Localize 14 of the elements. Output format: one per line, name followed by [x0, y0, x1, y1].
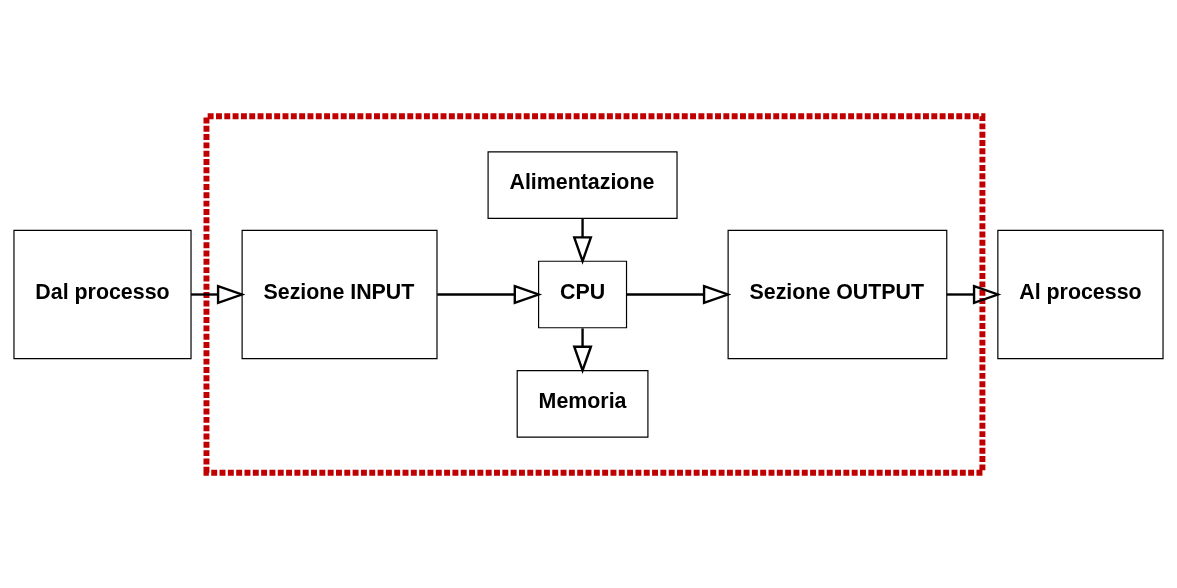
arrow: [572, 327, 593, 374]
node-box: Alimentazione: [487, 150, 678, 219]
arrow: [947, 284, 1002, 304]
arrow: [191, 284, 246, 304]
node-box: Sezione OUTPUT: [727, 229, 948, 359]
arrow: [437, 284, 543, 304]
node-box: CPU: [538, 260, 628, 328]
node-box: Memoria: [516, 369, 649, 438]
node-box: Al processo: [997, 229, 1164, 359]
node-box: Dal processo: [13, 229, 192, 359]
cluster: [203, 112, 986, 476]
arrow: [626, 284, 732, 304]
node-box: Sezione INPUT: [241, 229, 438, 359]
arrow: [572, 218, 593, 265]
